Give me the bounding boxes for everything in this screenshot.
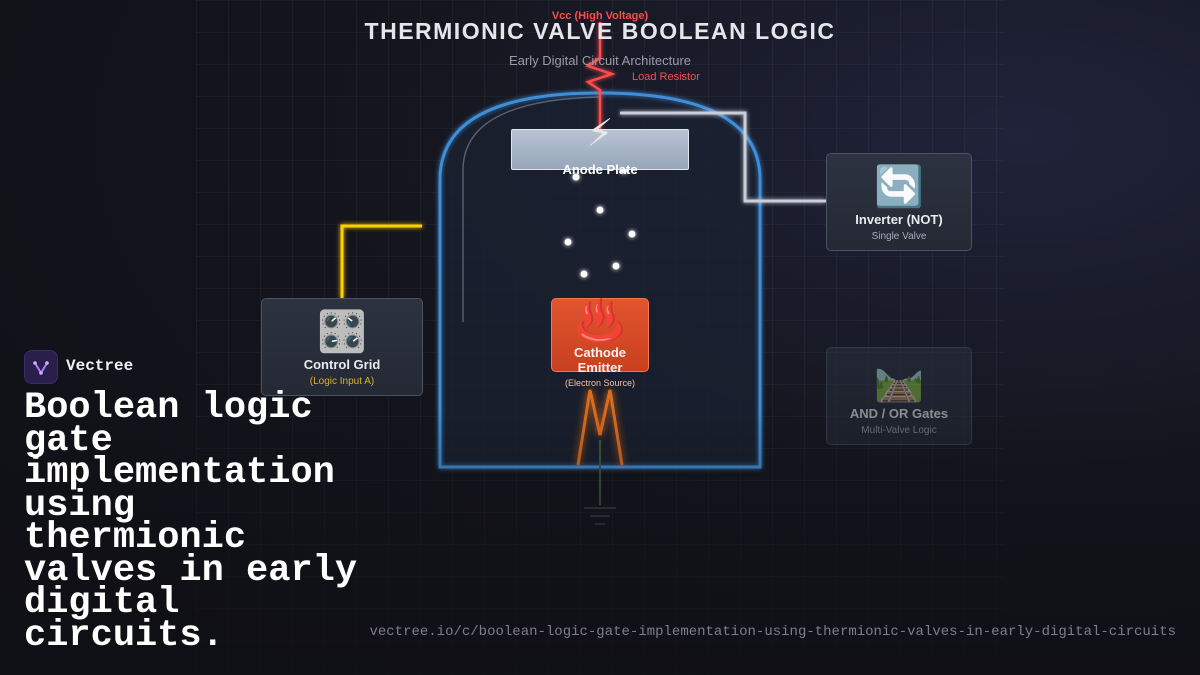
load-resistor-label: Load Resistor bbox=[632, 71, 700, 83]
lightning-bolt-icon: ⚡ bbox=[586, 113, 614, 155]
diagram-title: THERMIONIC VALVE BOOLEAN LOGIC bbox=[364, 18, 836, 44]
source-url: vectree.io/c/boolean-logic-gate-implemen… bbox=[369, 624, 1176, 640]
cathode-emitter: ♨️ Cathode Emitter (Electron Source) bbox=[551, 298, 649, 388]
control-grid-node: 🎛️ Control Grid (Logic Input A) bbox=[261, 298, 423, 396]
headline: Boolean logic gate implementation using … bbox=[24, 387, 358, 657]
anode-plate bbox=[511, 129, 689, 170]
inverter-sub: Single Valve bbox=[871, 231, 927, 242]
and-or-gates-label: AND / OR Gates bbox=[849, 406, 949, 421]
vcc-label: Vcc (High Voltage) bbox=[551, 10, 649, 22]
control-grid-sub: (Logic Input A) bbox=[309, 376, 375, 387]
diagram-subtitle: Early Digital Circuit Architecture bbox=[508, 53, 692, 68]
inverter-label: Inverter (NOT) bbox=[855, 212, 943, 227]
and-or-gates-node: 🛤️ AND / OR Gates Multi-Valve Logic bbox=[826, 347, 972, 445]
railway-track-icon: 🛤️ bbox=[874, 359, 924, 403]
anode-plate-label: Anode Plate bbox=[562, 162, 638, 177]
control-grid-wire bbox=[340, 224, 422, 298]
and-or-gates-sub: Multi-Valve Logic bbox=[861, 425, 937, 436]
control-knobs-icon: 🎛️ bbox=[317, 310, 367, 354]
cathode-label: Cathode Emitter bbox=[574, 345, 626, 375]
cycle-arrows-icon: 🔄 bbox=[874, 165, 924, 209]
inverter-node: 🔄 Inverter (NOT) Single Valve bbox=[826, 153, 972, 251]
brand-name: Vectree bbox=[66, 357, 134, 375]
hot-springs-icon: ♨️ bbox=[575, 299, 625, 343]
cathode-sub: (Electron Source) bbox=[564, 378, 636, 388]
vectree-logo-icon bbox=[24, 350, 58, 384]
control-grid-label: Control Grid bbox=[303, 357, 381, 372]
